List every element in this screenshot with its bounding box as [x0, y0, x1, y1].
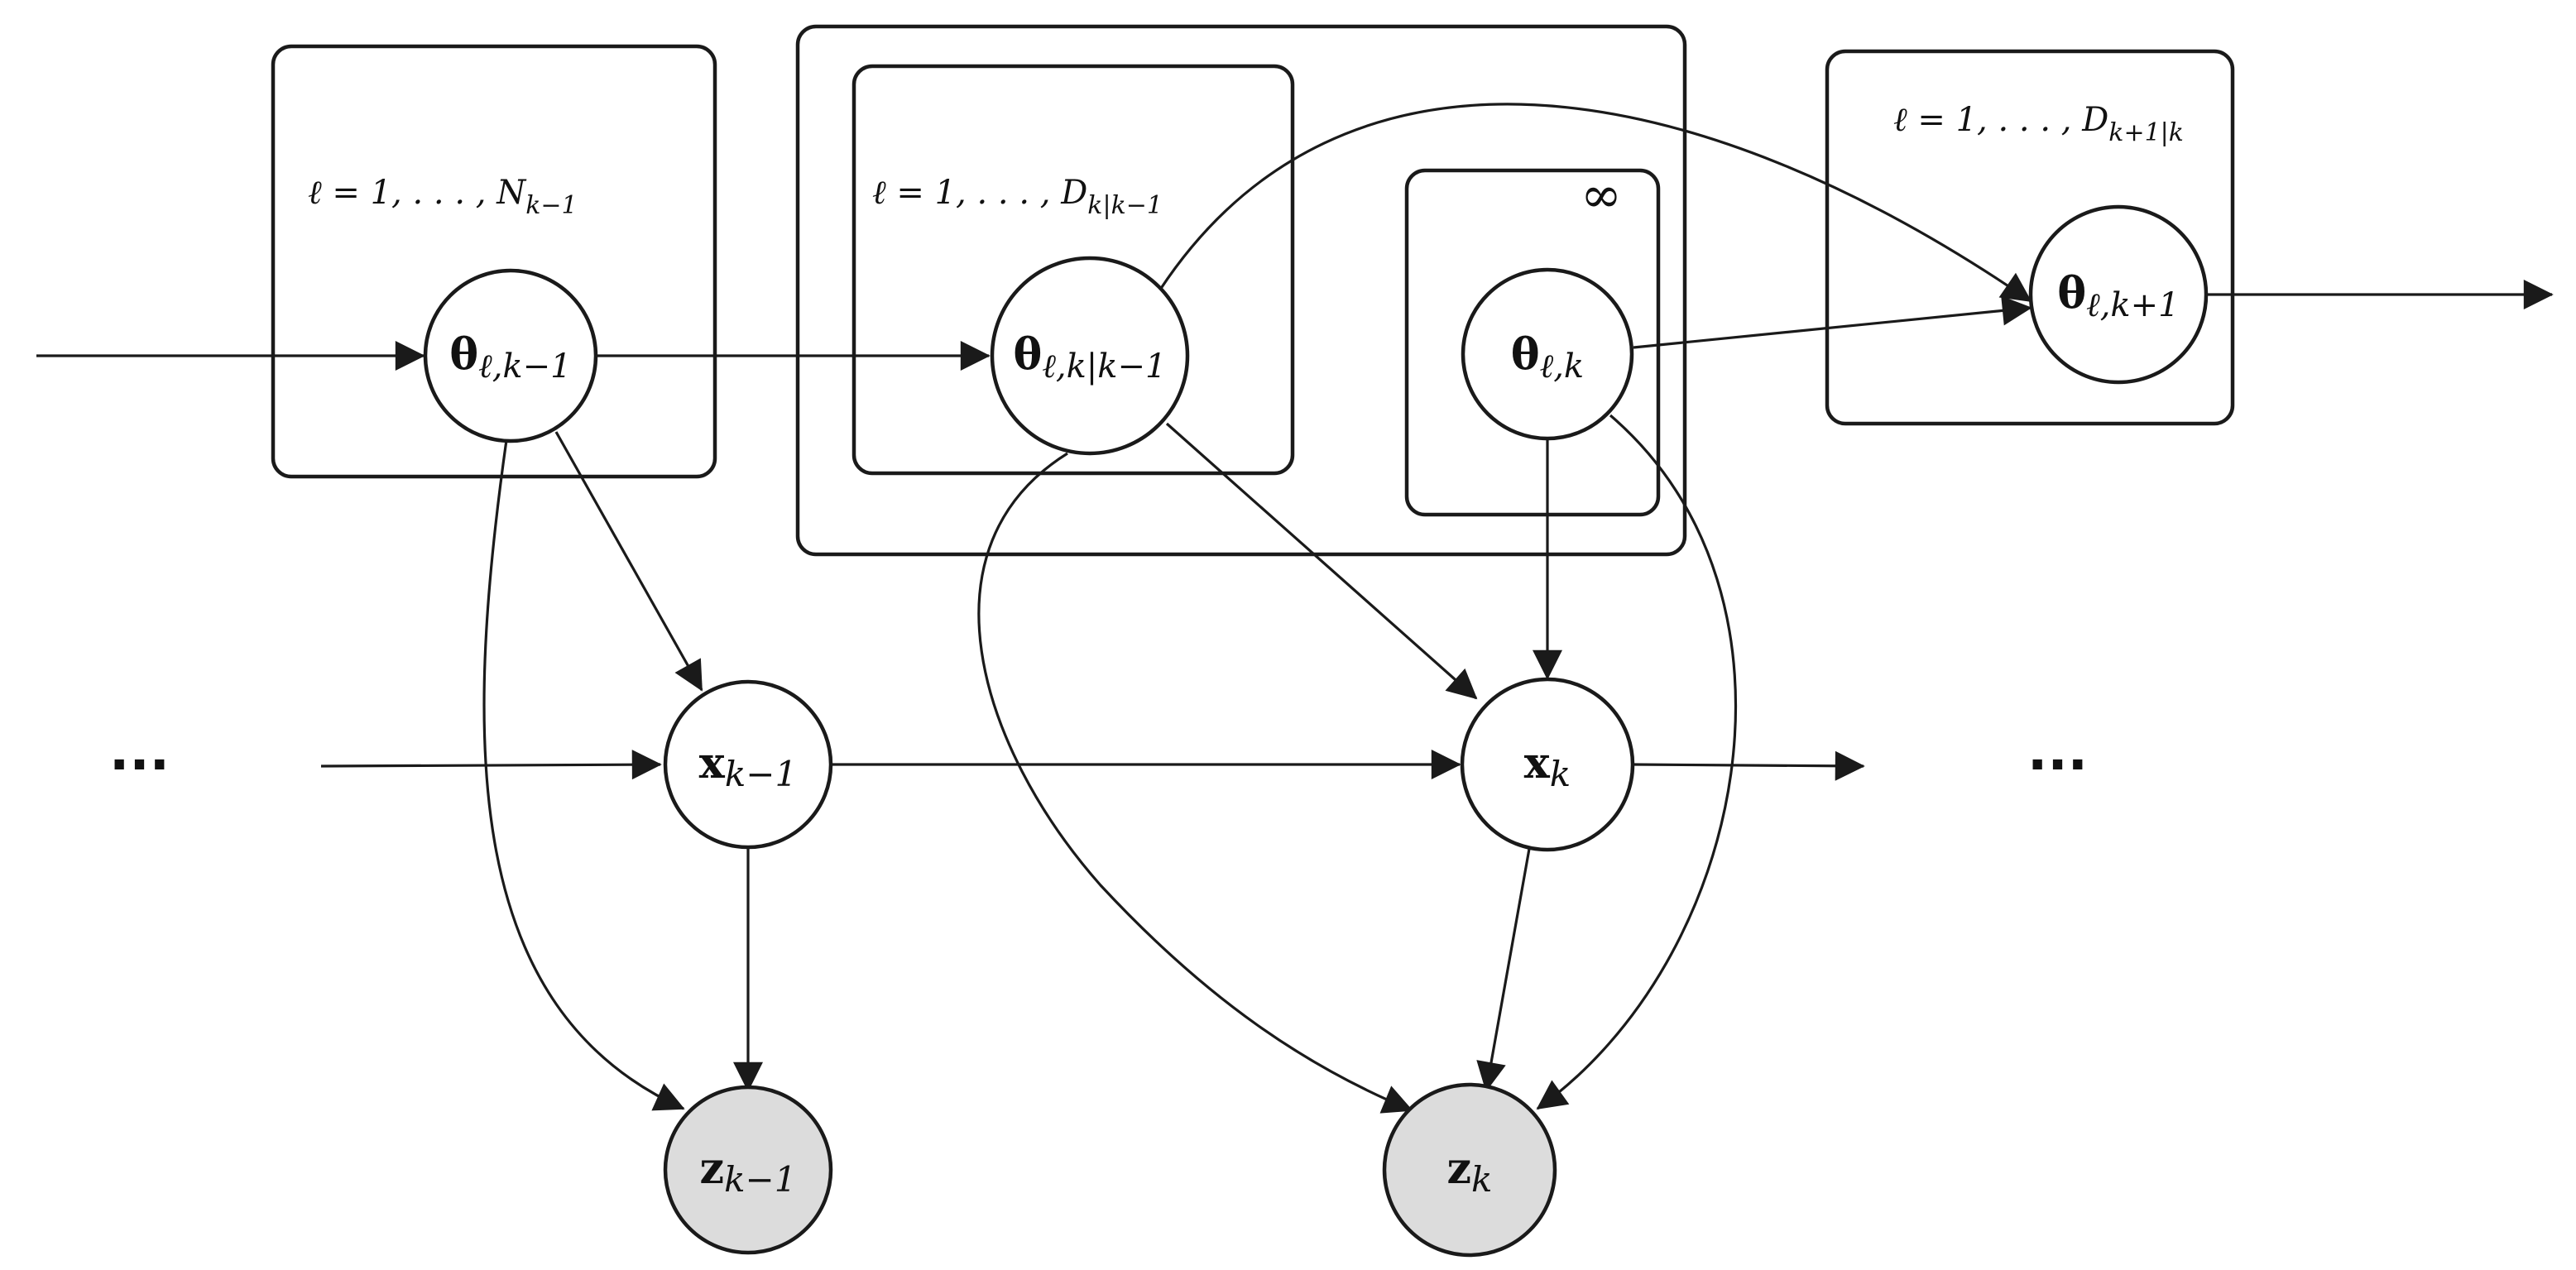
svg-text:θℓ,k−1: θℓ,k−1: [449, 329, 571, 386]
x-curr-symbol: x: [1524, 738, 1551, 788]
edge-theta-birth-z-curr: [1536, 414, 1738, 1110]
svg-text:θℓ,k+1: θℓ,k+1: [2057, 268, 2179, 324]
edge-theta-prev-z-prev: [482, 439, 685, 1111]
plate-birth-targets: [1404, 168, 1661, 517]
node-z-prev: zk−1: [663, 1085, 833, 1255]
z-curr-subscript: k: [1471, 1159, 1492, 1200]
edge-in-x-prev: [320, 750, 662, 780]
theta-pred-subscript: ℓ,k|k−1: [1042, 347, 1166, 386]
svg-text:xk−1: xk−1: [699, 738, 797, 794]
svg-text:xk: xk: [1524, 738, 1571, 794]
theta-prev-symbol: θ: [449, 329, 478, 380]
plate-birth-label: ∞: [1581, 166, 1622, 224]
ellipsis-left: ...: [109, 721, 170, 783]
z-prev-subscript: k−1: [724, 1159, 796, 1200]
theta-next-symbol: θ: [2057, 268, 2086, 319]
plate-predicted-targets: [851, 64, 1295, 476]
edge-theta-pred-z-curr: [977, 452, 1413, 1114]
edge-x-curr-z-curr: [1476, 848, 1531, 1092]
plate-prev-label: ℓ = 1, . . . , Nk−1: [308, 174, 578, 220]
node-theta-next: θℓ,k+1: [2028, 204, 2209, 385]
plate-pred-label: ℓ = 1, . . . , Dk|k−1: [872, 174, 1163, 220]
node-theta-prev: θℓ,k−1: [423, 268, 598, 443]
theta-birth-subscript: ℓ,k: [1540, 347, 1585, 386]
edge-theta-pred-x-curr: [1165, 422, 1478, 700]
plate-outer-current: [795, 24, 1687, 557]
node-x-curr: xk: [1460, 677, 1635, 852]
theta-pred-symbol: θ: [1014, 329, 1043, 380]
theta-next-subscript: ℓ,k+1: [2086, 286, 2180, 324]
edge-theta-birth-theta-next: [1633, 295, 2032, 349]
svg-text:zk−1: zk−1: [700, 1143, 797, 1200]
plate-next-targets: [1825, 49, 2235, 426]
edge-theta-prev-x-prev: [554, 431, 703, 692]
x-prev-symbol: x: [699, 738, 726, 788]
z-curr-symbol: z: [1447, 1143, 1472, 1194]
theta-birth-symbol: θ: [1511, 329, 1540, 380]
svg-text:θℓ,k|k−1: θℓ,k|k−1: [1014, 329, 1167, 386]
x-curr-subscript: k: [1550, 754, 1571, 794]
theta-prev-subscript: ℓ,k−1: [478, 347, 572, 386]
z-prev-symbol: z: [700, 1143, 725, 1194]
svg-text:zk: zk: [1447, 1143, 1493, 1200]
node-z-curr: zk: [1382, 1082, 1557, 1258]
edge-out-x-curr: [1633, 750, 1865, 781]
x-prev-subscript: k−1: [725, 754, 797, 794]
node-x-prev: xk−1: [663, 679, 833, 850]
node-theta-pred: θℓ,k|k−1: [990, 256, 1190, 456]
node-theta-birth: θℓ,k: [1461, 267, 1634, 441]
svg-text:θℓ,k: θℓ,k: [1511, 329, 1584, 386]
plate-next-label: ℓ = 1, . . . , Dk+1|k: [1893, 101, 2184, 147]
ellipsis-right: ...: [2027, 721, 2088, 783]
plate-prev-targets: [271, 44, 717, 479]
edge-theta-pred-theta-next: [1158, 103, 2032, 303]
